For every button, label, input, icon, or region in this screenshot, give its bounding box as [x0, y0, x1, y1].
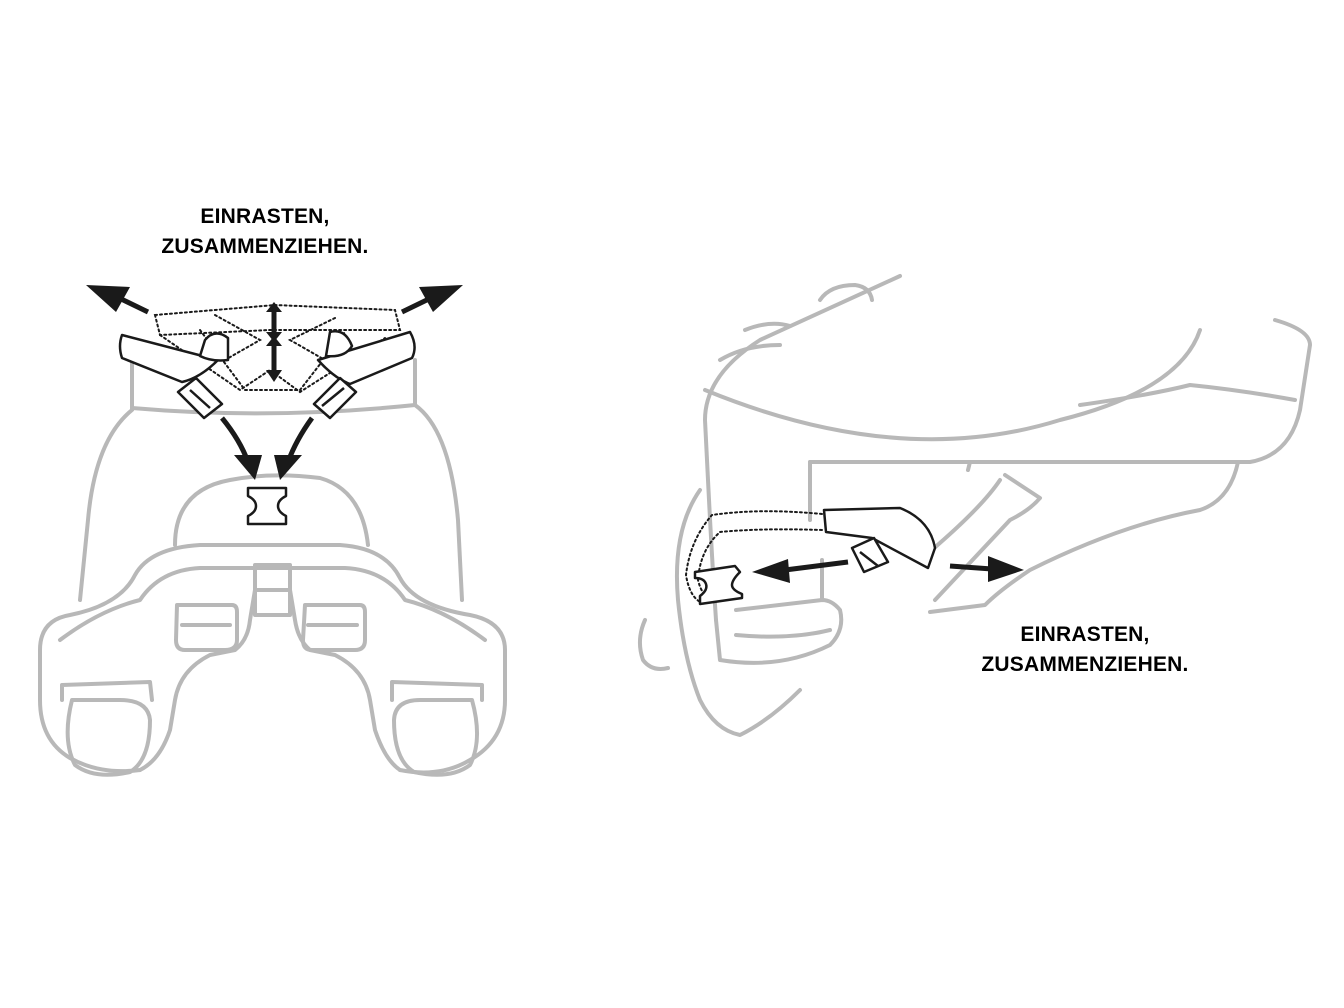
seat-top-cushion — [130, 358, 417, 410]
arrow-right — [988, 556, 1024, 582]
arrow-up-right — [419, 285, 463, 312]
side-seat-pad — [703, 318, 1312, 464]
left-shoulder-strap — [118, 333, 220, 384]
arrow-up-left — [86, 285, 130, 312]
instruction-label-left: EINRASTEN, ZUSAMMENZIEHEN. — [130, 202, 400, 262]
center-strap-tab — [253, 563, 292, 617]
right-shoulder-strap — [316, 330, 416, 386]
instruction-right-line1: EINRASTEN, — [1020, 623, 1150, 646]
dotted-belt-path — [684, 510, 823, 605]
left-d-ring — [198, 332, 230, 362]
left-buckle — [176, 376, 224, 420]
left-foot — [60, 680, 154, 777]
arrow-vertical-tighten — [266, 336, 282, 346]
left-pocket — [174, 603, 239, 652]
belt-buckle-female — [693, 564, 744, 606]
belt-buckle-male — [850, 536, 890, 574]
arrow-left — [752, 559, 790, 583]
seat-base-outline — [38, 543, 507, 775]
side-backrest — [818, 283, 874, 302]
seat-front-view — [38, 358, 507, 777]
left-arrows — [86, 285, 463, 480]
seat-backrest-outline — [78, 408, 134, 602]
right-arrows — [752, 556, 1024, 583]
instruction-right-line2: ZUSAMMENZIEHEN. — [981, 653, 1189, 676]
center-buckle-receiver — [246, 486, 288, 526]
belt-strap — [822, 506, 937, 570]
side-lower-body — [928, 460, 1240, 614]
seat-side-view — [638, 274, 1312, 737]
hip-belt-side — [684, 506, 937, 606]
right-buckle — [312, 376, 358, 420]
instruction-left-line2: ZUSAMMENZIEHEN. — [161, 235, 369, 258]
seat-crotch-hump — [173, 473, 370, 547]
side-base — [674, 488, 802, 737]
instruction-label-right: EINRASTEN, ZUSAMMENZIEHEN. — [950, 620, 1220, 680]
right-pocket — [301, 603, 367, 652]
instruction-left-line1: EINRASTEN, — [200, 205, 330, 228]
right-d-ring — [324, 330, 354, 358]
right-foot — [390, 680, 484, 777]
